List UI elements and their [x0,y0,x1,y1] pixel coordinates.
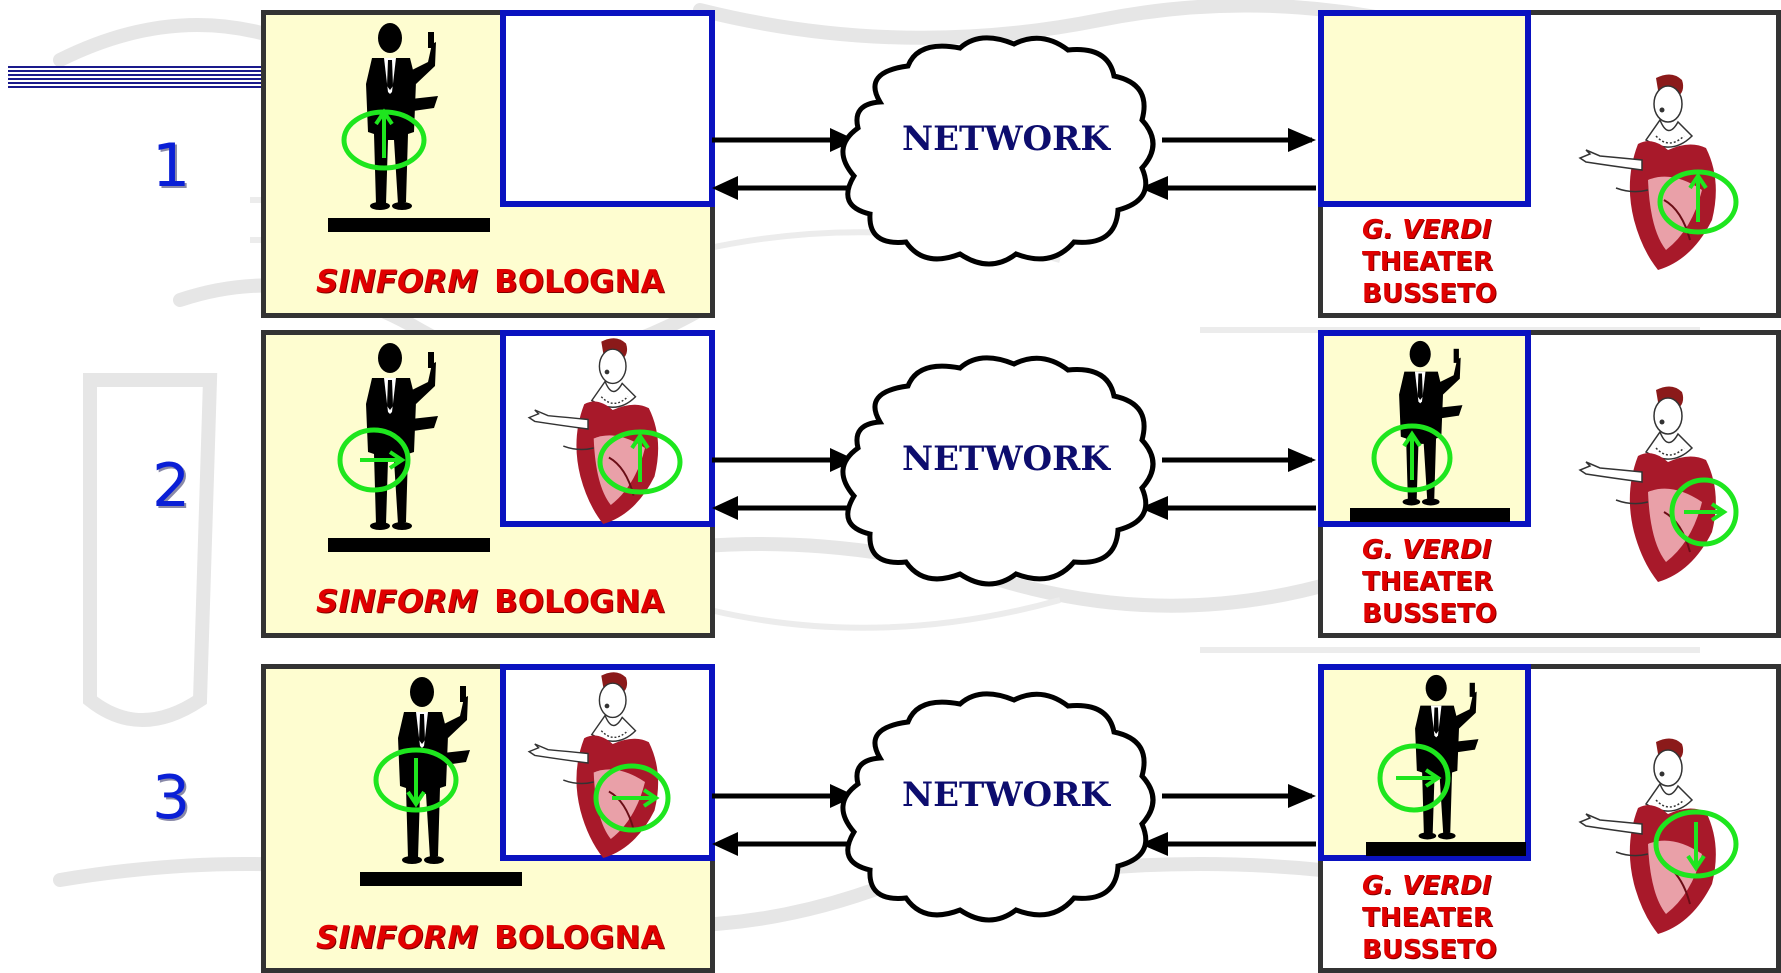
arrow-down-icon [1686,822,1706,872]
verdi-busseto-label-1: G. VERDI THEATER BUSSETO [1362,215,1497,309]
network-diagram-3: NETWORK [712,691,1316,923]
singer-icon [1579,737,1739,934]
network-cloud-icon [840,355,1156,587]
network-label-1: NETWORK [902,119,1111,159]
indicator-circle [337,427,411,493]
singer-icon [528,337,683,524]
arrow-up-icon [374,108,394,158]
verdi-busseto-label-3: G. VERDI THEATER BUSSETO [1362,871,1497,965]
verdi-screen-1 [1318,10,1531,207]
arrow-up-icon [1402,430,1422,480]
arrow-down-icon [406,758,426,808]
step-number-2: 2 [152,451,191,521]
indicator-circle [1377,743,1451,813]
conductor-icon [328,23,490,232]
conductor-icon [1350,340,1510,522]
arrow-right-icon [1396,768,1442,788]
sinform-screen-1 [500,10,715,207]
singer-icon [528,671,671,858]
network-cloud-icon [840,35,1156,267]
conductor-icon [328,343,490,552]
arrow-up-icon [630,432,650,482]
singer-icon [1579,73,1739,270]
indicator-circle [1653,809,1739,879]
title-rule [8,66,263,90]
arrow-right-icon [612,788,660,808]
indicator-circle [593,763,671,833]
indicator-circle [1669,477,1739,547]
network-label-3: NETWORK [902,775,1111,815]
arrow-right-icon [360,450,406,470]
conductor-icon [1366,674,1526,856]
network-cloud-icon [840,691,1156,923]
indicator-circle [373,747,459,813]
conductor-icon [360,677,522,886]
indicator-circle [1371,423,1453,493]
arrow-up-icon [1688,172,1708,222]
step-number-3: 3 [152,763,191,833]
indicator-circle [597,429,683,495]
verdi-busseto-label-2: G. VERDI THEATER BUSSETO [1362,535,1497,629]
arrow-right-icon [1684,502,1728,522]
network-label-2: NETWORK [902,439,1111,479]
indicator-circle [1657,169,1739,235]
step-number-1: 1 [152,131,191,201]
network-diagram-2: NETWORK [712,355,1316,587]
singer-icon [1579,385,1739,582]
network-diagram-1: NETWORK [712,35,1316,267]
